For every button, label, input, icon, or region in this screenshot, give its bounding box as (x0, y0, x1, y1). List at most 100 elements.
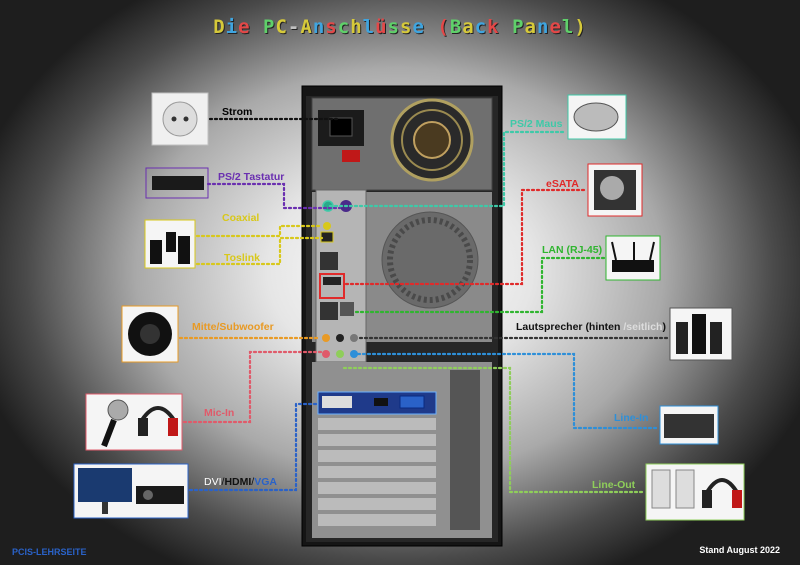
footer-right: Stand August 2022 (699, 545, 780, 555)
label-speakers-close: ) (662, 321, 666, 333)
lineout-headset-icon (704, 478, 740, 496)
speakers-icon (676, 322, 688, 354)
title-letter: e (412, 16, 425, 38)
case-fan-pattern (387, 217, 473, 303)
label-speakers-sep: / (623, 321, 627, 333)
label-center-sub: Mitte/Subwoofer (192, 321, 274, 333)
speaker-set-icon-3 (178, 236, 190, 264)
line-in-jack (350, 350, 358, 358)
headset-ear-left (138, 418, 148, 436)
title-letter: - (287, 16, 301, 38)
label-speakers-rear: Lautsprecher (hinten (516, 321, 624, 333)
label-vga: VGA (254, 476, 277, 488)
title-letter: k (487, 16, 500, 38)
hdmi-port (374, 398, 388, 406)
title-letter: c (474, 16, 488, 38)
headset-ear-right (168, 418, 178, 436)
center-sub-jack (322, 334, 330, 342)
router-antenna-1 (611, 241, 617, 261)
slot-cover-7 (318, 514, 436, 526)
title-letter: a (462, 16, 475, 38)
mic-headset-frame (85, 393, 183, 451)
mouse-icon (573, 102, 619, 132)
title-letter: ) (574, 16, 587, 38)
speaker-set-icon-2 (166, 232, 176, 252)
title-letter: l (561, 16, 575, 38)
title-letter: c (337, 16, 351, 38)
title-letter (425, 16, 437, 38)
active-speaker-icon-2 (675, 469, 695, 509)
pc-tower (301, 85, 503, 547)
title-letter: n (312, 16, 326, 38)
label-coaxial: Coaxial (222, 212, 260, 224)
wire-coaxial (195, 224, 324, 238)
title-letter (251, 16, 263, 38)
power-switch-icon (342, 150, 360, 162)
connection-lines (178, 117, 670, 494)
label-sep-1: / (221, 476, 225, 488)
title-letter (500, 16, 512, 38)
label-lan: LAN (RJ-45) (542, 244, 603, 256)
title-letter: e (549, 16, 562, 38)
router-icon (612, 260, 654, 272)
slot-cover-5 (318, 482, 436, 494)
power-socket-pins (329, 117, 353, 137)
title-letter: n (536, 16, 550, 38)
slot-cover-3 (318, 450, 436, 462)
title-letter: D (213, 16, 226, 38)
psu-fan-hub (413, 121, 451, 159)
title-letter: l (362, 16, 376, 38)
label-ps2-mouse: PS/2 Maus (510, 118, 563, 130)
label-speakers: Lautsprecher (hinten /seitlich) (516, 321, 666, 333)
microphone-icon (107, 399, 129, 421)
wire-line-in (356, 352, 660, 430)
usb-port-2 (320, 302, 338, 320)
line-out-jack (336, 350, 344, 358)
label-dvi: DVI (204, 476, 222, 488)
wall-socket-hole-right (183, 116, 189, 122)
toslink-port (320, 231, 334, 243)
lineout-headset-ear-left (702, 490, 712, 508)
wire-esata (344, 188, 588, 286)
case-fan-grill-icon (381, 211, 479, 309)
label-toslink: Toslink (224, 252, 260, 264)
monitor-stand (102, 502, 108, 514)
title-letter: C (275, 16, 288, 38)
label-video-ports: DVI/HDMI/VGA (204, 476, 277, 488)
microphone-handle (101, 418, 117, 448)
title-letter: ü (375, 16, 388, 38)
wall-socket-face (162, 101, 198, 137)
active-speaker-icon (651, 469, 671, 509)
headset-icon (140, 406, 176, 422)
coaxial-port (323, 222, 331, 230)
label-speakers-side: seitlich (626, 321, 663, 333)
speakers-icon-2 (692, 314, 706, 354)
title-letter: P (263, 16, 276, 38)
subwoofer-cone (140, 324, 160, 344)
slot-cover-1 (318, 418, 436, 430)
mixer-icon (664, 414, 714, 438)
slot-cover-6 (318, 498, 436, 510)
footer-left: PCIS-LEHRSEITE (12, 547, 87, 557)
expansion-slots (317, 370, 480, 530)
title-letter: h (350, 16, 363, 38)
title-letter: B (449, 16, 463, 38)
esata-port-outline (319, 273, 345, 299)
usb-port (320, 252, 338, 270)
wire-mic-in (182, 350, 324, 424)
esata-port (323, 277, 341, 285)
title-letter: s (400, 16, 413, 38)
psu-fan-ring (401, 109, 463, 171)
mic-in-jack (322, 350, 330, 358)
dvi-port (322, 396, 352, 408)
label-sep-2: / (251, 476, 255, 488)
slot-cover-2 (318, 434, 436, 446)
label-strom: Strom (222, 106, 253, 118)
wire-ps2-mouse (328, 130, 568, 208)
side-speaker-jack (350, 334, 358, 342)
io-shield (315, 189, 367, 363)
device-icons (73, 92, 745, 521)
expansion-vent (450, 370, 480, 530)
